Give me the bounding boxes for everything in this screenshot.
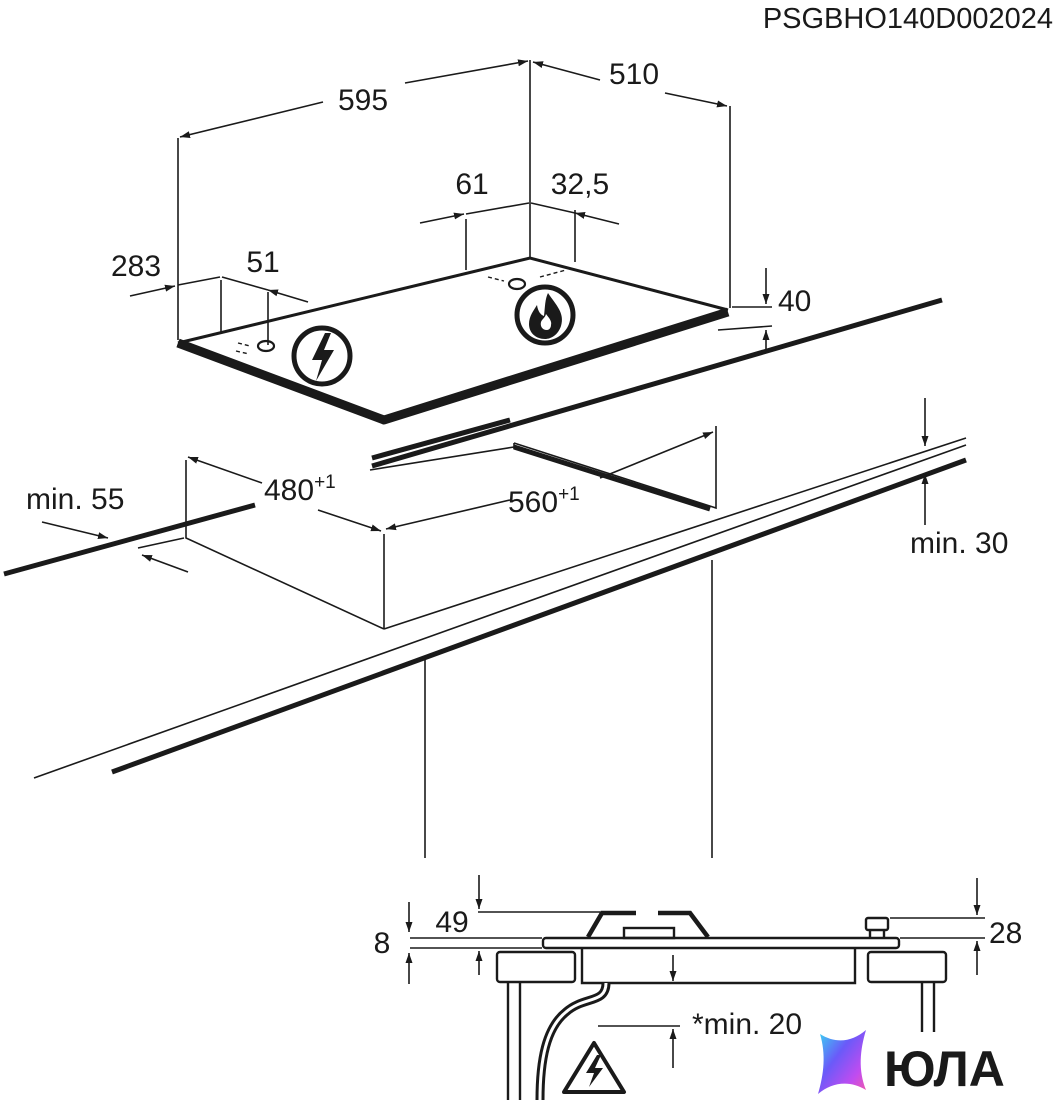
lightning-bolt-icon [291,325,353,387]
left-control-offset-label: 283 [111,250,161,283]
hob-dimension-lines [129,59,773,352]
worktop-step-label: 8 [374,927,391,960]
hob-width-label: 595 [338,84,388,117]
hob [176,60,731,425]
electric-warning-icon [562,1041,626,1094]
burner-height-label: 49 [435,906,468,939]
left-control-spacing-label: 51 [246,246,279,279]
hob-height-label: 40 [778,285,811,318]
right-control-offset-label: 61 [455,168,488,201]
watermark-text: ЮЛА [884,1041,1005,1097]
right-control-spacing-label: 32,5 [551,168,609,201]
knob-height-label: 28 [989,917,1022,950]
min-clearance-label: *min. 20 [692,1008,802,1041]
cutout-width-label: 560+1 [508,484,580,519]
hob-depth-label: 510 [609,58,659,91]
watermark-logo: ЮЛА [818,1030,1005,1097]
flame-icon [514,284,576,346]
worktop [3,297,967,858]
cutout-depth-label: 480+1 [264,472,336,507]
section-view [495,910,948,1100]
cutout-dimension-lines [41,398,929,573]
min-front-distance-label: min. 30 [910,527,1008,560]
min-rear-distance-label: min. 55 [26,483,124,516]
section-dimension-lines [405,875,985,1068]
logo-shape-icon [818,1030,866,1094]
drawing-code: PSGBHO140D002024 [763,3,1053,35]
